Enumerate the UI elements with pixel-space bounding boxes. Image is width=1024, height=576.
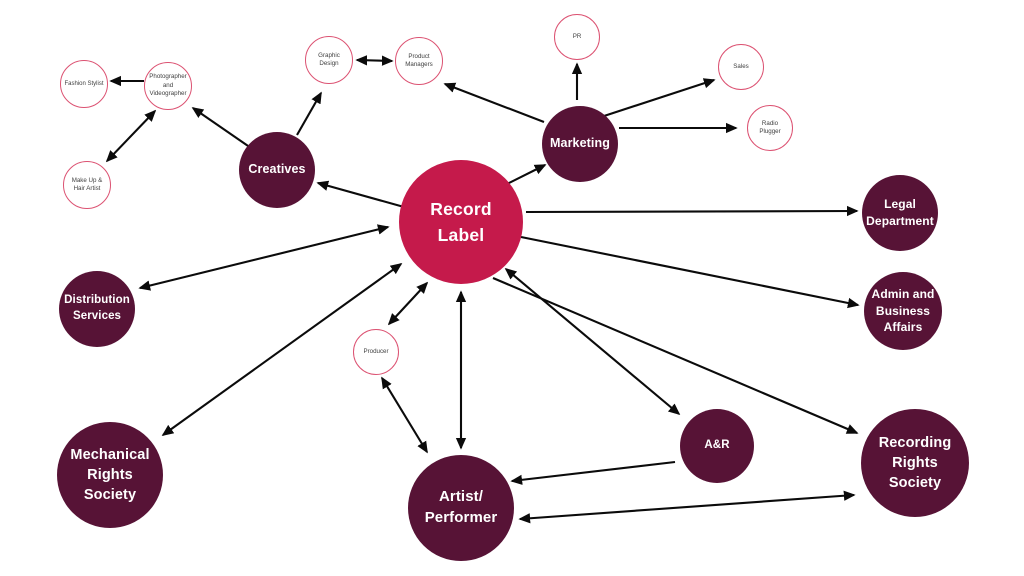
node-producer: Producer	[353, 329, 399, 375]
edge-a-and-r-to-artist-performer-arrow	[510, 460, 676, 485]
node-graphic-design: Graphic Design	[305, 36, 353, 84]
edge-marketing-to-sales-arrow	[603, 78, 716, 117]
node-label-marketing: Marketing	[550, 136, 610, 151]
node-record-label: Record Label	[399, 160, 523, 284]
node-label-artist-performer: Artist/ Performer	[424, 488, 498, 526]
node-photographer-videographer: Photographer and Videographer	[144, 62, 192, 110]
edge-record-label-to-admin-business-affairs-arrow	[520, 235, 860, 309]
edge-record-label-to-marketing-arrow	[506, 164, 547, 185]
node-label-sales: Sales	[733, 62, 749, 70]
node-label-legal-department: Legal Department	[866, 197, 934, 228]
edge-record-label-to-creatives-arrow	[316, 180, 405, 209]
edge-creatives-to-graphic-design-arrow	[296, 91, 322, 136]
edge-photographer-videographer-to-make-up-hair-artist-bidirectional-arrow	[105, 109, 157, 163]
edge-marketing-to-product-managers-arrow	[443, 82, 545, 123]
node-admin-business-affairs: Admin and Business Affairs	[864, 272, 942, 350]
node-distribution-services: Distribution Services	[59, 271, 135, 347]
node-label-producer: Producer	[363, 347, 389, 355]
edge-record-label-to-mechanical-rights-society-bidirectional-arrow	[161, 263, 403, 436]
node-fashion-stylist: Fashion Stylist	[60, 60, 108, 108]
node-a-and-r: A&R	[680, 409, 754, 483]
node-make-up-hair-artist: Make Up & Hair Artist	[63, 161, 111, 209]
node-product-managers: Product Managers	[395, 37, 443, 85]
edge-artist-performer-to-recording-rights-society-bidirectional-arrow	[518, 490, 856, 524]
node-label-product-managers: Product Managers	[405, 52, 433, 68]
node-label-recording-rights-society: Recording Rights Society	[878, 435, 952, 491]
node-sales: Sales	[718, 44, 764, 90]
node-radio-plugger: Radio Plugger	[747, 105, 793, 151]
node-label-radio-plugger: Radio Plugger	[759, 119, 781, 135]
node-label-mechanical-rights-society: Mechanical Rights Society	[70, 447, 150, 503]
node-recording-rights-society: Recording Rights Society	[861, 409, 969, 517]
node-label-record-label: Record Label	[430, 198, 492, 245]
node-label-distribution-services: Distribution Services	[64, 294, 130, 322]
node-label-photographer-videographer: Photographer and Videographer	[149, 73, 187, 98]
edge-graphic-design-to-product-managers-bidirectional-arrow	[355, 55, 394, 66]
node-label-creatives: Creatives	[248, 162, 306, 177]
node-marketing: Marketing	[542, 106, 618, 182]
edge-record-label-to-legal-department-arrow	[525, 205, 859, 217]
edge-producer-to-artist-performer-bidirectional-arrow	[381, 376, 428, 454]
edge-creatives-to-photographer-videographer-arrow	[191, 107, 252, 149]
edge-record-label-to-distribution-services-bidirectional-arrow	[138, 224, 390, 291]
node-label-admin-business-affairs: Admin and Business Affairs	[871, 287, 935, 335]
node-legal-department: Legal Department	[862, 175, 938, 251]
node-label-fashion-stylist: Fashion Stylist	[64, 80, 104, 87]
node-label-graphic-design: Graphic Design	[318, 51, 340, 67]
edge-record-label-to-producer-bidirectional-arrow	[387, 281, 429, 326]
node-label-pr: PR	[572, 32, 582, 40]
node-creatives: Creatives	[239, 132, 315, 208]
node-artist-performer: Artist/ Performer	[408, 455, 514, 561]
node-label-a-and-r: A&R	[704, 439, 730, 452]
node-pr: PR	[554, 14, 600, 60]
node-label-make-up-hair-artist: Make Up & Hair Artist	[71, 176, 103, 192]
node-mechanical-rights-society: Mechanical Rights Society	[57, 422, 163, 528]
edge-record-label-to-a-and-r-bidirectional-arrow	[504, 267, 681, 416]
